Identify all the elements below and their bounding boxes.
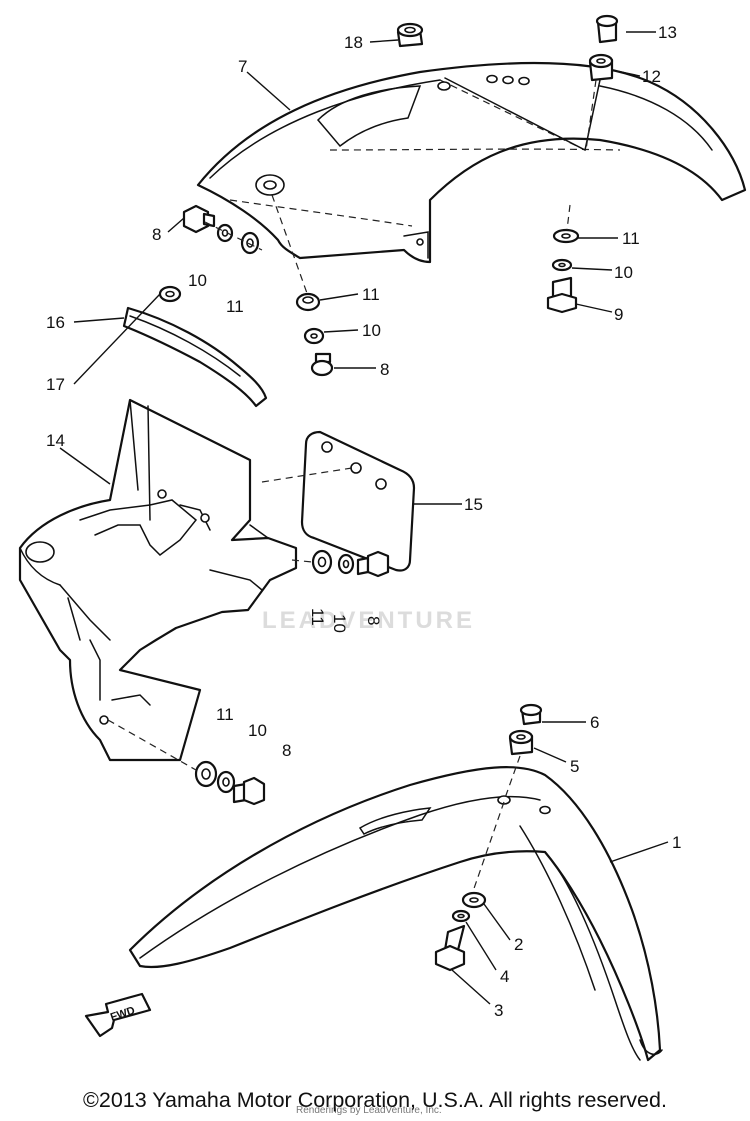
callout-11c: 11 [622,229,640,248]
front-fender-hardware [434,703,543,972]
bolt-8d-icon [232,776,266,806]
callout-8b: 8 [380,360,389,379]
bracket-14 [18,398,298,762]
callout-10c: 10 [614,263,633,282]
collar-6-icon [519,703,543,726]
watermark-text: LEADVENTURE [262,607,475,634]
washer-2-icon [461,891,487,909]
callout-13: 13 [658,23,677,42]
callout-8c: 8 [364,616,383,625]
callout-16: 16 [46,313,65,332]
lock-washer-10d-icon [337,553,355,575]
washer-11d-icon [311,549,333,575]
callout-11e: 11 [216,705,234,724]
washer-11e-icon [194,760,218,788]
bolt-3-icon [434,924,466,972]
front-fender [128,766,663,1062]
callout-7: 7 [238,57,247,76]
callout-11b: 11 [362,285,380,304]
washer-11a-icon [240,231,260,255]
callout-12: 12 [642,67,661,86]
bolt-8c-icon [356,550,390,578]
bolt-8a-icon [182,204,216,234]
callout-8a: 8 [152,225,161,244]
rendering-credit: Renderings by LeadVenture, Inc. [296,1105,442,1116]
rear-fender-hardware [182,14,619,377]
forward-arrow-icon: FWD [84,992,152,1038]
callout-5: 5 [570,757,579,776]
callout-1: 1 [672,833,681,852]
lock-washer-10b-icon [303,327,325,345]
callout-8d: 8 [282,741,291,760]
callout-10e: 10 [248,721,267,740]
callout-6: 6 [590,713,599,732]
callout-numbers: 18 13 12 7 8 10 11 11 10 9 11 10 8 16 17… [46,23,681,1020]
copyright-notice: ©2013 Yamaha Motor Corporation, U.S.A. A… [83,1088,667,1112]
leader-lines [59,31,669,1005]
callout-2: 2 [514,935,523,954]
bolt-8b-icon [310,352,334,377]
callout-10b: 10 [362,321,381,340]
washer-11c-icon [552,228,580,244]
callout-15: 15 [464,495,483,514]
callout-9: 9 [614,305,623,324]
plate-hardware [291,549,390,578]
callout-10d: 10 [330,614,349,633]
rear-fender [196,62,747,264]
callout-10a: 10 [188,271,207,290]
callout-14: 14 [46,431,65,450]
strap-16 [122,306,268,408]
plate-15 [261,430,416,572]
callout-11a: 11 [226,297,244,316]
callout-18: 18 [344,33,363,52]
callout-4: 4 [500,967,509,986]
bracket-hardware [107,719,266,806]
callout-3: 3 [494,1001,503,1020]
washer-11b-icon [295,292,321,312]
lock-washer-10c-icon [551,258,573,272]
grommet-5-icon [508,729,534,756]
grommet-18-icon [396,22,424,48]
collar-13-icon [595,14,619,44]
lock-washer-10a-icon [216,223,234,243]
callout-17: 17 [46,375,65,394]
grommet-17-icon [158,285,182,303]
lock-washer-10e-icon [216,770,236,794]
lock-washer-4-icon [451,909,471,923]
bolt-9-icon [546,276,578,314]
callout-11d: 11 [308,608,327,626]
grommet-12-icon [588,53,614,82]
